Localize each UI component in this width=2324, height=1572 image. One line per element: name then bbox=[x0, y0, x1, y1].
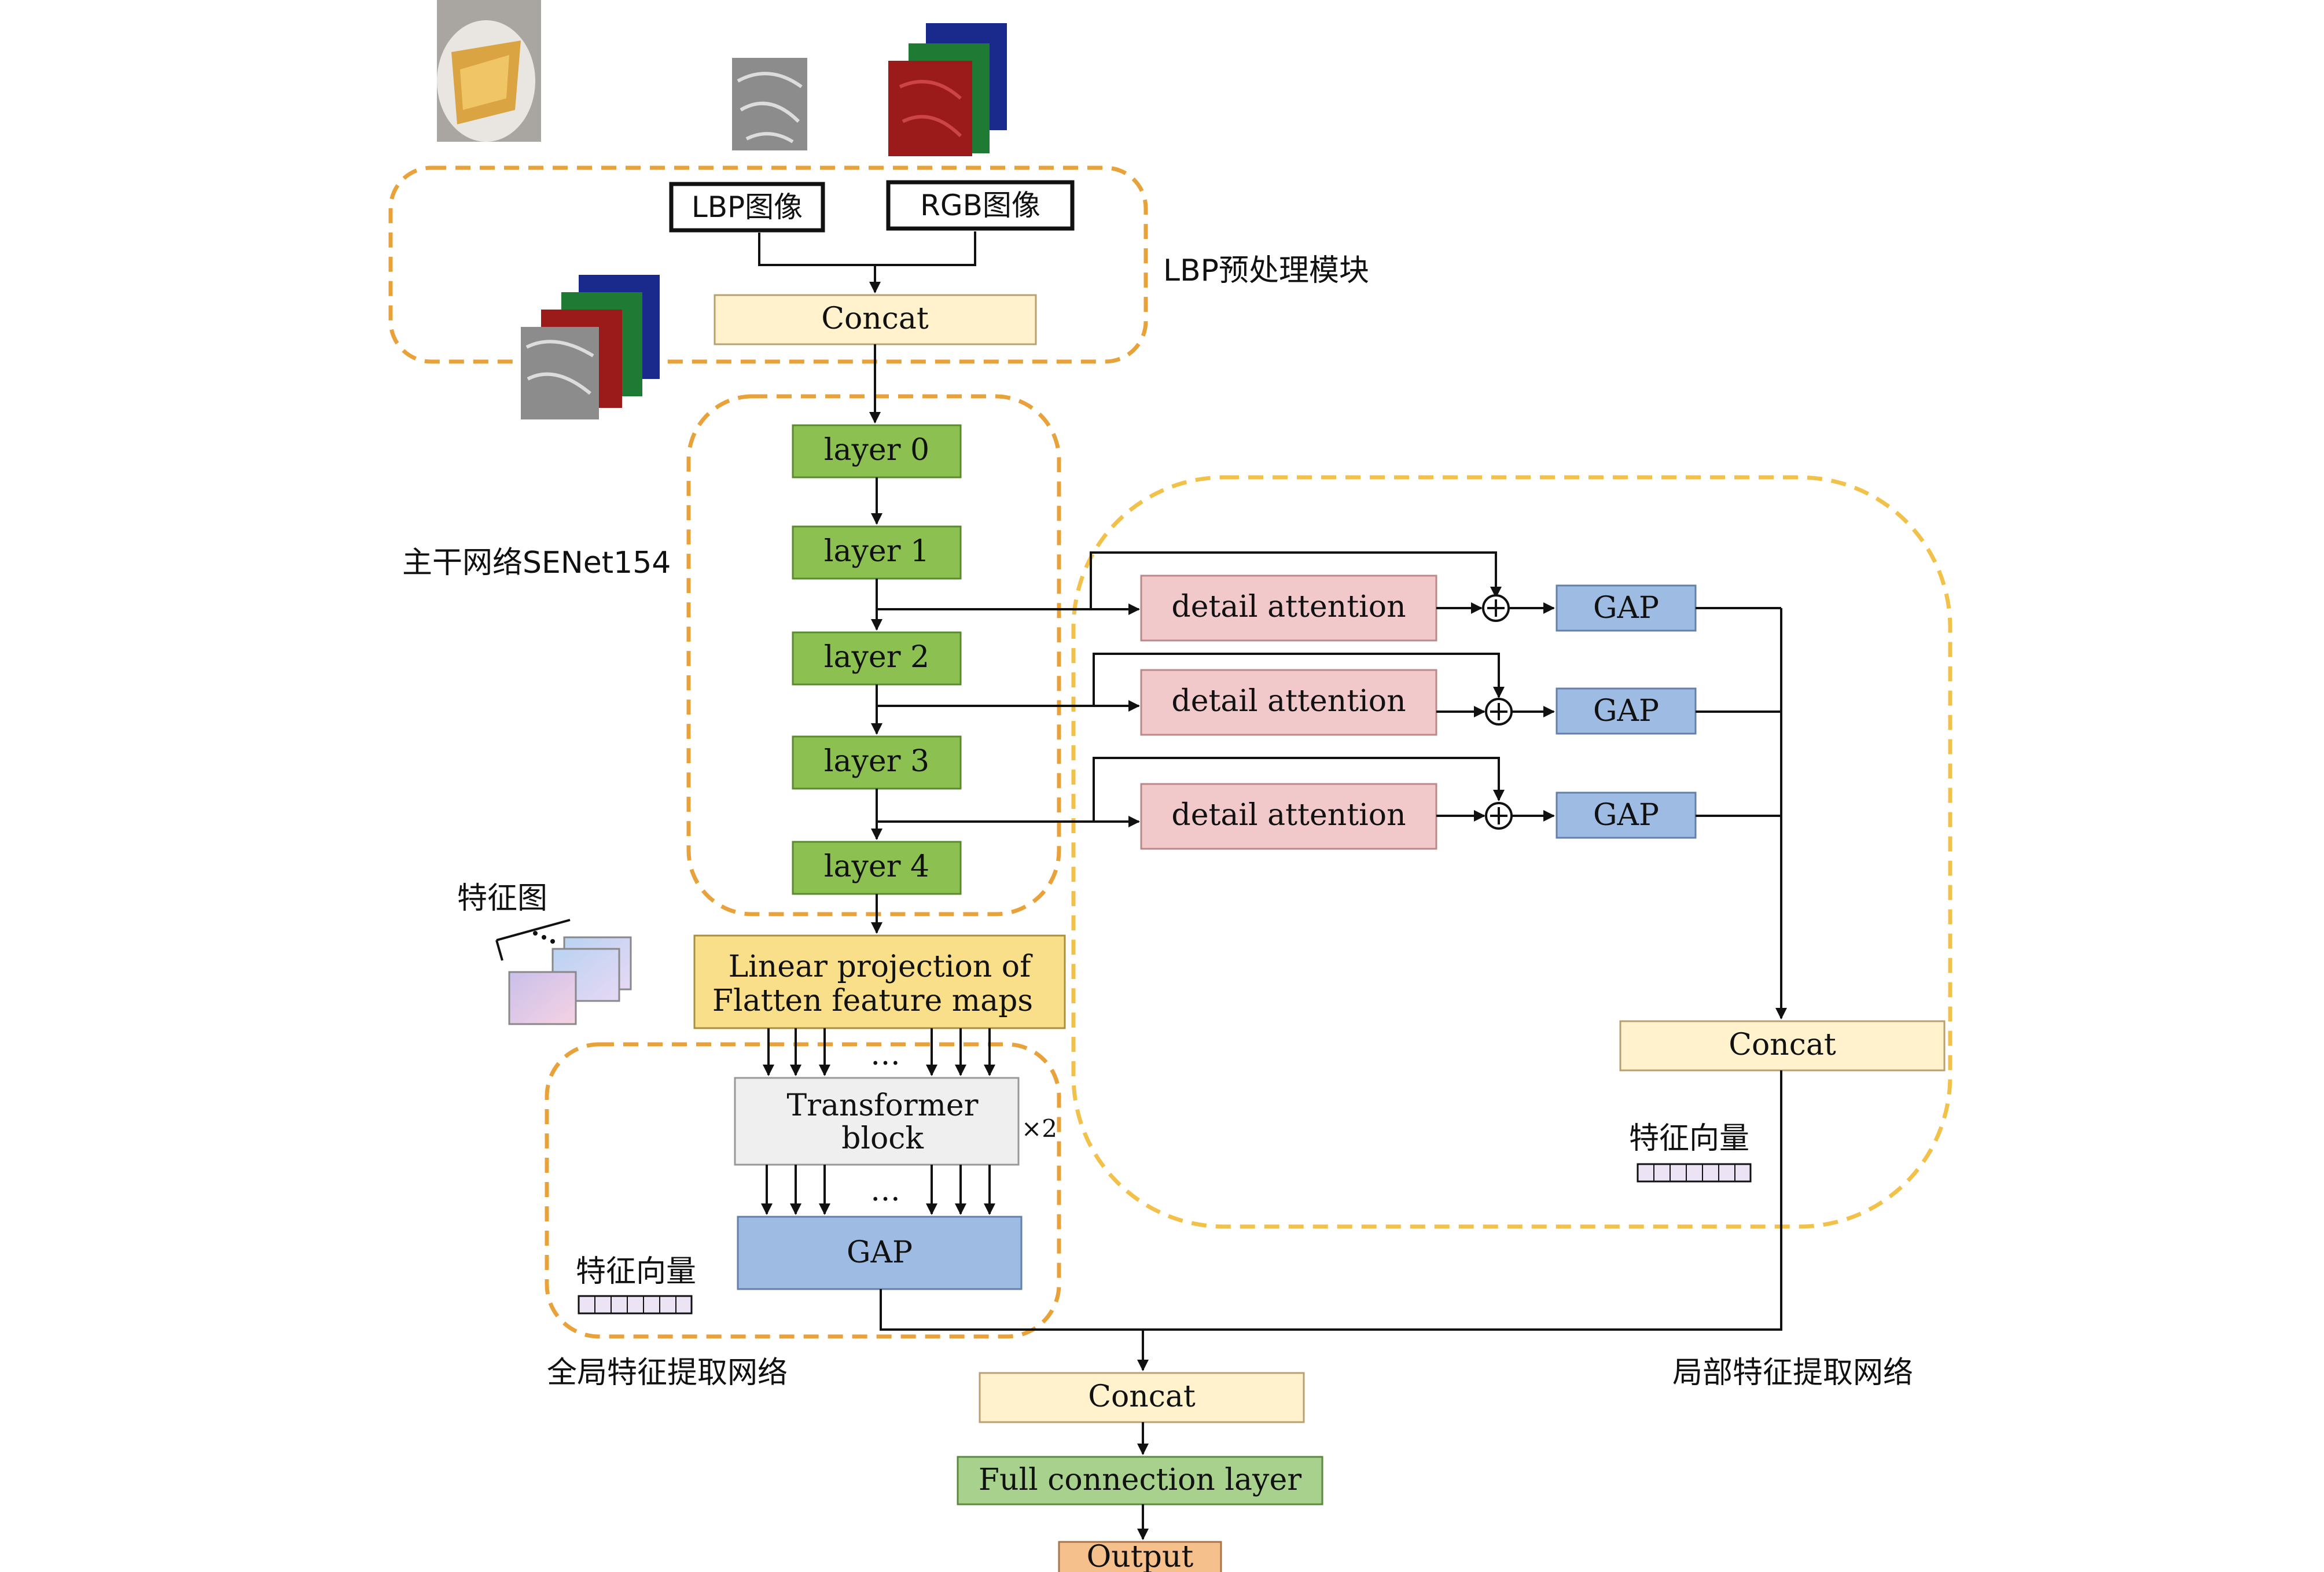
rgb-channels-thumbnail bbox=[888, 23, 1007, 156]
lbp-preprocess-region-label: LBP预处理模块 bbox=[1163, 253, 1369, 288]
linear-projection-box bbox=[693, 934, 1066, 1029]
linear-projection-line2: Flatten feature maps bbox=[712, 984, 1033, 1018]
feature-map-label: 特征图 bbox=[457, 881, 547, 916]
detail-attention-2-box bbox=[1140, 669, 1437, 736]
local-gap-1-label: GAP bbox=[1593, 591, 1659, 625]
final-concat-box bbox=[979, 1372, 1305, 1423]
linear-projection-line1: Linear projection of bbox=[729, 949, 1033, 984]
token-ellipsis-top: … bbox=[870, 1037, 900, 1072]
transformer-block-box bbox=[734, 1077, 1020, 1166]
layer-4-label: layer 4 bbox=[824, 849, 929, 884]
output-label: Output bbox=[1087, 1540, 1194, 1572]
final-concat-label: Concat bbox=[1088, 1379, 1196, 1414]
transformer-repeat-label: ×2 bbox=[1021, 1114, 1057, 1143]
food-photo-thumbnail bbox=[437, 0, 541, 142]
transformer-block-line2: block bbox=[841, 1121, 924, 1156]
lbp-image-box bbox=[669, 182, 825, 233]
local-concat-box bbox=[1619, 1020, 1946, 1072]
detail-attention-3-label: detail attention bbox=[1171, 798, 1406, 833]
rgb-image-box bbox=[886, 180, 1075, 231]
backbone-region-label: 主干网络SENet154 bbox=[402, 546, 671, 580]
layer-1-label: layer 1 bbox=[824, 534, 929, 569]
local-gap-2-label: GAP bbox=[1593, 694, 1659, 728]
global-gap-label: GAP bbox=[847, 1235, 913, 1270]
local-gap-3-box bbox=[1556, 791, 1697, 839]
lbp-texture-thumbnail bbox=[732, 58, 807, 150]
sum-node-3 bbox=[1485, 802, 1513, 830]
layer-4-box bbox=[792, 841, 962, 895]
local-gap-2-box bbox=[1556, 687, 1697, 735]
transformer-block-line1: Transformer bbox=[786, 1088, 978, 1123]
output-box bbox=[1058, 1541, 1222, 1572]
full-connection-label: Full connection layer bbox=[979, 1463, 1301, 1497]
lbp-preprocess-region bbox=[388, 165, 1148, 364]
layer-2-box bbox=[792, 631, 962, 686]
sum-node-2 bbox=[1485, 698, 1513, 726]
local-feature-region bbox=[1071, 475, 1952, 1229]
layer-0-label: layer 0 bbox=[824, 433, 929, 467]
local-feature-region-label: 局部特征提取网络 bbox=[1672, 1356, 1913, 1390]
layer-3-box bbox=[792, 735, 962, 790]
layer-1-box bbox=[792, 525, 962, 580]
global-feature-vector-icon bbox=[578, 1295, 693, 1315]
preprocess-concat-box bbox=[714, 294, 1037, 345]
local-gap-3-label: GAP bbox=[1593, 798, 1659, 833]
feature-maps-icon bbox=[495, 919, 632, 1025]
concat-stack-thumbnail bbox=[521, 275, 660, 419]
detail-attention-3-box bbox=[1140, 783, 1437, 850]
layer-2-label: layer 2 bbox=[824, 640, 929, 675]
sum-node-1 bbox=[1482, 594, 1510, 622]
layer-0-box bbox=[792, 424, 962, 478]
local-gap-1-box bbox=[1556, 584, 1697, 632]
full-connection-box bbox=[957, 1456, 1323, 1505]
detail-attention-2-label: detail attention bbox=[1171, 684, 1406, 719]
global-feature-vector-label: 特征向量 bbox=[576, 1254, 696, 1289]
local-feature-vector-icon bbox=[1637, 1163, 1752, 1183]
local-concat-label: Concat bbox=[1729, 1028, 1836, 1062]
global-feature-region-label: 全局特征提取网络 bbox=[547, 1356, 788, 1390]
detail-attention-1-label: detail attention bbox=[1171, 590, 1406, 624]
global-feature-region bbox=[545, 1042, 1061, 1339]
local-feature-vector-label: 特征向量 bbox=[1629, 1121, 1749, 1156]
token-arrows-top bbox=[763, 1028, 995, 1076]
preprocess-concat-label: Concat bbox=[821, 301, 929, 336]
detail-attention-1-box bbox=[1140, 575, 1437, 642]
rgb-image-label: RGB图像 bbox=[920, 189, 1040, 222]
token-ellipsis-bottom: … bbox=[870, 1173, 900, 1208]
token-arrows-bottom bbox=[761, 1165, 995, 1215]
layer-3-label: layer 3 bbox=[824, 744, 929, 779]
lbp-image-label: LBP图像 bbox=[692, 190, 803, 224]
global-gap-box bbox=[737, 1216, 1023, 1290]
